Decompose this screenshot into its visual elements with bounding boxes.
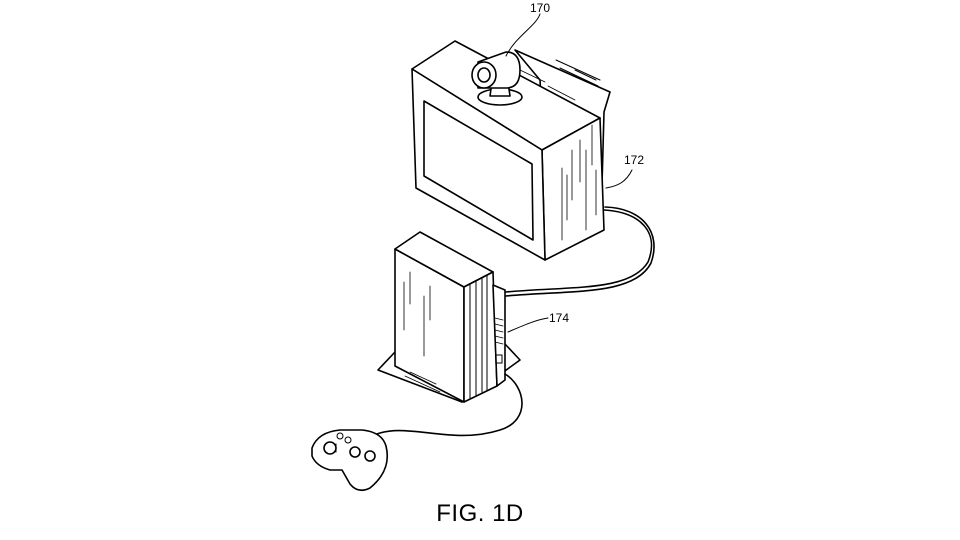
controller-cable (371, 373, 523, 437)
camera (471, 51, 523, 106)
tv-console-cable-edge (505, 206, 655, 297)
figure-caption: FIG. 1D (436, 500, 524, 527)
controller-dpad (323, 441, 337, 455)
controller-body (311, 429, 389, 492)
ref-172: 172 (624, 153, 644, 167)
ref-170: 170 (530, 1, 550, 15)
console-side-face (463, 271, 498, 403)
camera-lens (477, 67, 491, 83)
controller-right-stick (364, 450, 376, 462)
tv-console-cable (505, 209, 653, 293)
gamepad-controller (311, 429, 389, 492)
ref-174: 174 (549, 311, 569, 325)
leader-174 (507, 317, 549, 333)
game-console (377, 231, 521, 403)
leader-170 (505, 13, 541, 57)
leader-172 (605, 169, 633, 189)
tv-screen (423, 100, 534, 241)
controller-left-stick (349, 446, 361, 458)
